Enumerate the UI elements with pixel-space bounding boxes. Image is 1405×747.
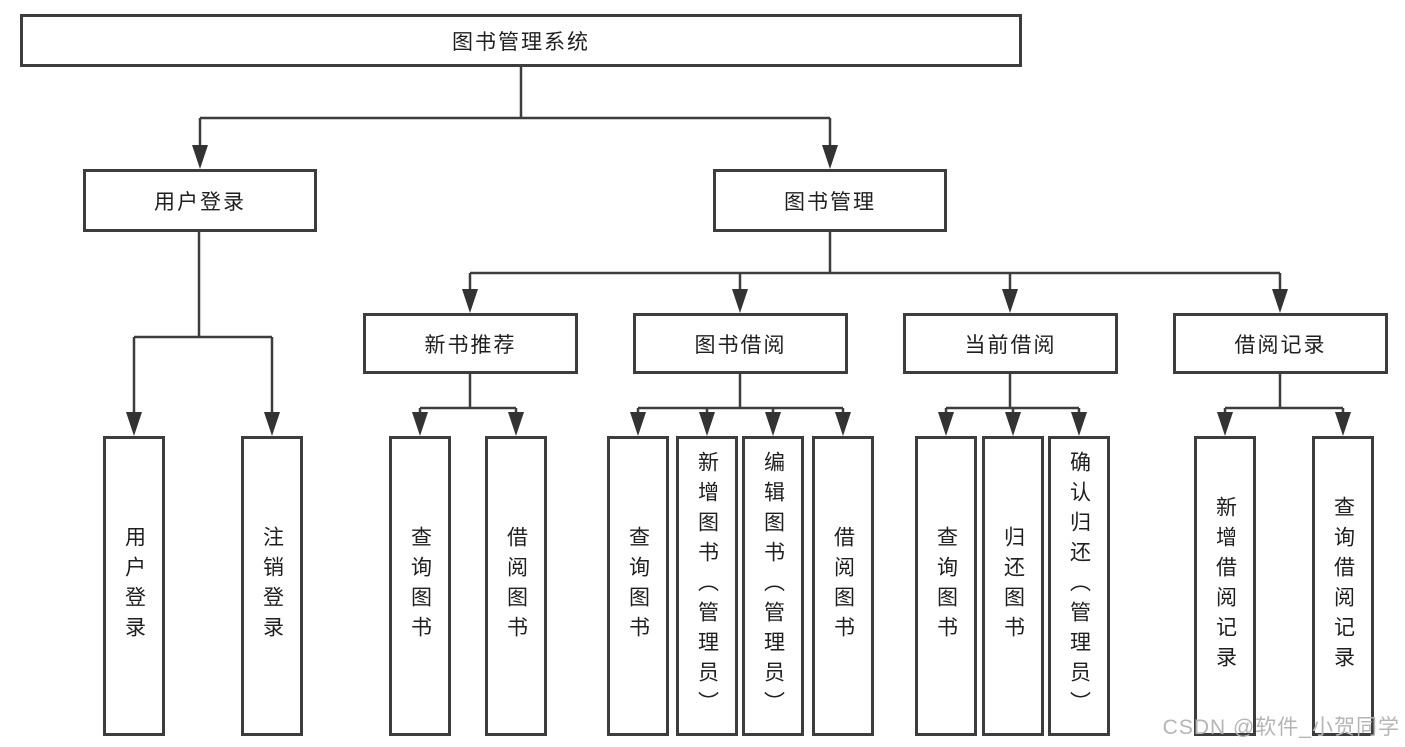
node-borrow-records: 借阅记录 — [1173, 313, 1388, 374]
leaf-cb-confirm-return-admin: 确认归还（管理员） — [1048, 436, 1110, 736]
leaf-nbr-query-books: 查询图书 — [389, 436, 451, 736]
node-root: 图书管理系统 — [20, 14, 1022, 67]
leaf-bb-edit-books-admin-label: 编辑图书（管理员） — [761, 451, 785, 721]
leaf-cb-confirm-return-admin-label: 确认归还（管理员） — [1067, 451, 1091, 721]
node-book-borrow: 图书借阅 — [633, 313, 848, 374]
leaf-logout-label: 注销登录 — [260, 526, 284, 646]
node-borrow-records-label: 借阅记录 — [1234, 333, 1327, 357]
leaf-br-query-record-label: 查询借阅记录 — [1331, 496, 1355, 676]
arrowheads — [126, 145, 1351, 436]
node-user-login-branch-label: 用户登录 — [154, 190, 246, 214]
leaf-bb-borrow-books-label: 借阅图书 — [831, 526, 855, 646]
node-book-mgmt-branch-label: 图书管理 — [784, 190, 876, 214]
leaf-br-query-record: 查询借阅记录 — [1312, 436, 1374, 736]
leaf-cb-query-books-label: 查询图书 — [934, 526, 958, 646]
leaf-bb-query-books: 查询图书 — [607, 436, 669, 736]
leaf-bb-query-books-label: 查询图书 — [626, 526, 650, 646]
node-new-book-recommend: 新书推荐 — [363, 313, 578, 374]
leaf-user-login: 用户登录 — [103, 436, 165, 736]
leaf-br-add-record: 新增借阅记录 — [1194, 436, 1256, 736]
leaf-bb-edit-books-admin: 编辑图书（管理员） — [742, 436, 804, 736]
leaf-bb-add-books-admin-label: 新增图书（管理员） — [695, 451, 719, 721]
leaf-cb-query-books: 查询图书 — [915, 436, 977, 736]
leaf-logout: 注销登录 — [241, 436, 303, 736]
leaf-nbr-query-books-label: 查询图书 — [408, 526, 432, 646]
node-new-book-recommend-label: 新书推荐 — [424, 333, 517, 357]
leaf-bb-borrow-books: 借阅图书 — [812, 436, 874, 736]
leaf-nbr-borrow-books-label: 借阅图书 — [504, 526, 528, 646]
leaf-bb-add-books-admin: 新增图书（管理员） — [676, 436, 738, 736]
node-root-label: 图书管理系统 — [452, 30, 590, 54]
node-book-mgmt-branch: 图书管理 — [713, 169, 947, 232]
node-user-login-branch: 用户登录 — [83, 169, 317, 232]
node-current-borrow-label: 当前借阅 — [964, 333, 1057, 357]
leaf-user-login-label: 用户登录 — [122, 526, 146, 646]
leaf-nbr-borrow-books: 借阅图书 — [485, 436, 547, 736]
leaf-br-add-record-label: 新增借阅记录 — [1213, 496, 1237, 676]
leaf-cb-return-books-label: 归还图书 — [1001, 526, 1025, 646]
node-book-borrow-label: 图书借阅 — [694, 333, 787, 357]
leaf-cb-return-books: 归还图书 — [982, 436, 1044, 736]
node-current-borrow: 当前借阅 — [903, 313, 1118, 374]
csdn-watermark: CSDN @软件_小贺同学 — [1162, 716, 1400, 739]
